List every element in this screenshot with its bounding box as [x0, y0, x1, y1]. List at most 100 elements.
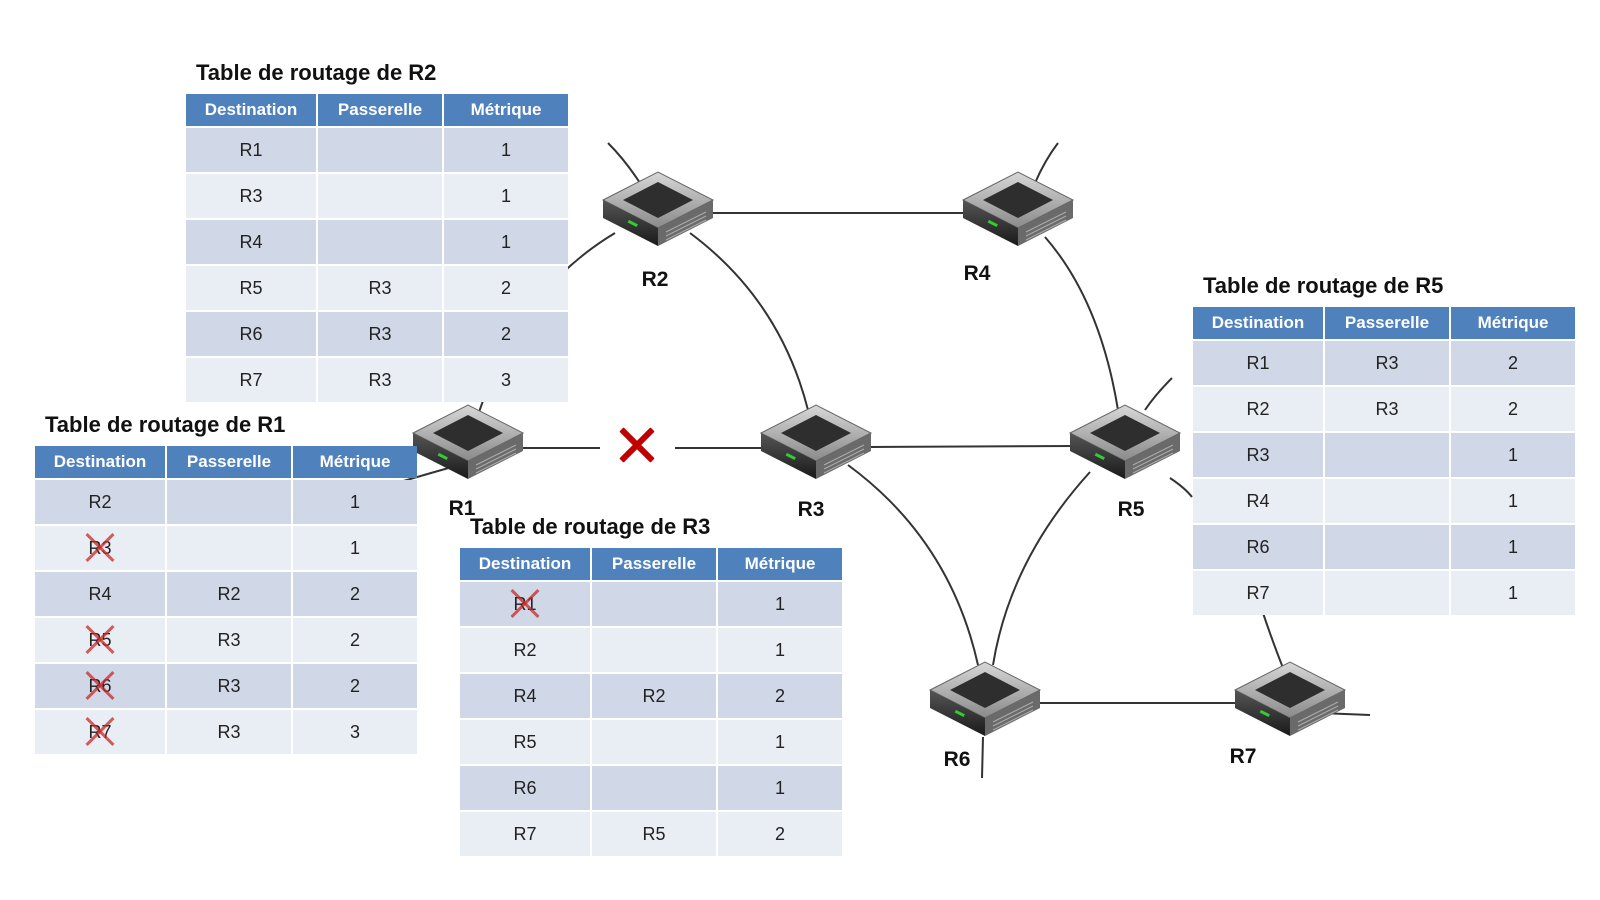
destination-cell-text: R4 — [239, 231, 263, 252]
link-r2-r3 — [689, 232, 809, 411]
destination-cell-text: R5 — [88, 629, 112, 650]
metric-cell-text: 2 — [774, 823, 785, 844]
destination-cell: R4 — [460, 674, 590, 718]
gateway-cell: R2 — [592, 674, 716, 718]
gateway-cell — [592, 628, 716, 672]
destination-cell: R7 — [35, 710, 165, 754]
destination-cell: R4 — [1193, 479, 1323, 523]
router-label-r3: R3 — [797, 498, 825, 521]
gateway-cell: R2 — [167, 572, 291, 616]
metric-cell: 2 — [718, 674, 842, 718]
destination-cell-text: R7 — [513, 823, 537, 844]
column-header: Métrique — [718, 548, 842, 580]
metric-cell: 1 — [1451, 479, 1575, 523]
metric-cell: 1 — [718, 628, 842, 672]
gateway-cell: R3 — [1325, 387, 1449, 431]
destination-cell: R1 — [1193, 341, 1323, 385]
metric-cell-text: 1 — [774, 593, 785, 614]
destination-cell: R3 — [186, 174, 316, 218]
metric-cell: 1 — [718, 720, 842, 764]
gateway-cell-text: R5 — [642, 823, 666, 844]
destination-cell: R1 — [460, 582, 590, 626]
destination-cell-text: R2 — [513, 639, 537, 660]
destination-cell-text: R3 — [88, 537, 112, 558]
destination-cell-text: R4 — [88, 583, 112, 604]
gateway-cell — [592, 582, 716, 626]
gateway-cell: R3 — [318, 266, 442, 310]
links — [523, 212, 1284, 704]
metric-cell: 1 — [444, 220, 568, 264]
table-row: R4 R2 2 — [35, 572, 417, 616]
column-header: Métrique — [444, 94, 568, 126]
gateway-cell — [318, 174, 442, 218]
table-row: R6 1 — [1193, 525, 1575, 569]
link-r4-r5 — [1044, 236, 1119, 411]
destination-cell: R6 — [186, 312, 316, 356]
metric-cell-text: 1 — [1507, 536, 1518, 557]
column-header: Passerelle — [167, 446, 291, 478]
destination-cell: R7 — [186, 358, 316, 402]
table-row: R4 1 — [186, 220, 568, 264]
gateway-cell: R3 — [167, 710, 291, 754]
gateway-cell: R3 — [1325, 341, 1449, 385]
metric-cell: 2 — [293, 572, 417, 616]
metric-cell-text: 1 — [349, 537, 360, 558]
gateway-cell-text: R2 — [217, 583, 241, 604]
metric-cell-text: 1 — [1507, 490, 1518, 511]
destination-cell: R5 — [460, 720, 590, 764]
table-row: R3 1 — [35, 526, 417, 570]
destination-cell-text: R6 — [239, 323, 263, 344]
router-label-r1: R1 — [448, 497, 476, 520]
gateway-cell — [592, 720, 716, 764]
router-label-r2: R2 — [641, 268, 669, 291]
metric-cell-text: 1 — [774, 639, 785, 660]
gateway-cell — [167, 526, 291, 570]
metric-cell: 1 — [293, 526, 417, 570]
routing-table-title: Table de routage de R5 — [1203, 273, 1444, 298]
table-row: R1 1 — [460, 582, 842, 626]
metric-cell-text: 1 — [349, 491, 360, 512]
destination-cell-text: R1 — [239, 139, 263, 160]
metric-cell: 2 — [1451, 387, 1575, 431]
metric-cell-text: 2 — [349, 583, 360, 604]
destination-cell: R6 — [1193, 525, 1323, 569]
column-header: Passerelle — [318, 94, 442, 126]
table-row: R7 1 — [1193, 571, 1575, 615]
destination-cell: R6 — [35, 664, 165, 708]
router-r3-icon — [760, 404, 872, 480]
router-label-r4: R4 — [963, 262, 991, 285]
router-label-r5: R5 — [1117, 498, 1145, 521]
metric-cell: 2 — [293, 664, 417, 708]
destination-cell: R7 — [1193, 571, 1323, 615]
routing-table-title: Table de routage de R3 — [470, 514, 711, 539]
metric-cell: 1 — [1451, 571, 1575, 615]
destination-cell: R4 — [186, 220, 316, 264]
gateway-cell: R3 — [318, 358, 442, 402]
router-r6-icon — [929, 661, 1041, 737]
column-header: Destination — [460, 548, 590, 580]
metric-cell-text: 1 — [1507, 582, 1518, 603]
destination-cell: R5 — [35, 618, 165, 662]
destination-cell: R7 — [460, 812, 590, 856]
metric-cell-text: 2 — [1507, 398, 1518, 419]
column-header: Métrique — [293, 446, 417, 478]
metric-cell-text: 2 — [1507, 352, 1518, 373]
destination-cell-text: R4 — [513, 685, 537, 706]
broken-link-cross-icon — [617, 425, 657, 465]
destination-cell-text: R1 — [513, 593, 537, 614]
destination-cell-text: R6 — [88, 675, 112, 696]
metric-cell-text: 1 — [774, 777, 785, 798]
metric-cell: 1 — [1451, 433, 1575, 477]
gateway-cell: R3 — [318, 312, 442, 356]
destination-cell-text: R7 — [1246, 582, 1270, 603]
